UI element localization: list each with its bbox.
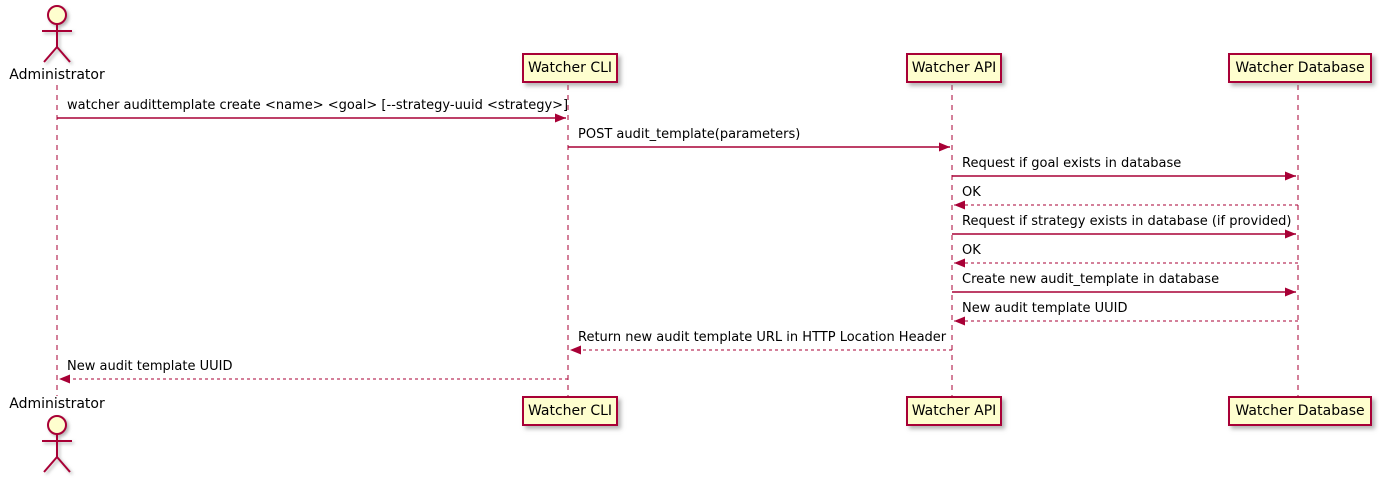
participant-box-watcher-cli-bottom: Watcher CLI: [522, 396, 618, 426]
message-label: OK: [962, 185, 981, 200]
message-label: Return new audit template URL in HTTP Lo…: [578, 330, 947, 345]
message-arrowhead: [555, 113, 566, 123]
message-arrowhead: [1285, 229, 1296, 239]
message-arrowhead: [954, 316, 965, 326]
participant-box-watcher-api-bottom: Watcher API: [906, 396, 1002, 426]
participant-box-watcher-database-bottom: Watcher Database: [1228, 396, 1372, 426]
administrator-actor-icon-bottom: [42, 415, 72, 473]
administrator-label-bottom: Administrator: [9, 396, 105, 412]
participant-box-watcher-api-top: Watcher API: [906, 53, 1002, 83]
message-arrowhead: [570, 345, 581, 355]
message-label: New audit template UUID: [962, 301, 1128, 316]
message-label: Request if strategy exists in database (…: [962, 214, 1292, 229]
administrator-actor-icon: [42, 5, 72, 63]
message-arrowhead: [59, 374, 70, 384]
participant-box-watcher-cli-top: Watcher CLI: [522, 53, 618, 83]
message-label: Request if goal exists in database: [962, 156, 1182, 171]
message-arrowhead: [954, 200, 965, 210]
message-label: OK: [962, 243, 981, 258]
administrator-label-top: Administrator: [9, 67, 105, 83]
message-label: watcher audittemplate create <name> <goa…: [67, 98, 569, 113]
message-arrowhead: [1285, 287, 1296, 297]
message-label: Create new audit_template in database: [962, 272, 1220, 287]
message-arrowhead: [939, 142, 950, 152]
message-label: New audit template UUID: [67, 359, 233, 374]
participant-box-watcher-database-top: Watcher Database: [1228, 53, 1372, 83]
message-arrowhead: [954, 258, 965, 268]
message-arrowhead: [1285, 171, 1296, 181]
message-label: POST audit_template(parameters): [578, 127, 801, 142]
